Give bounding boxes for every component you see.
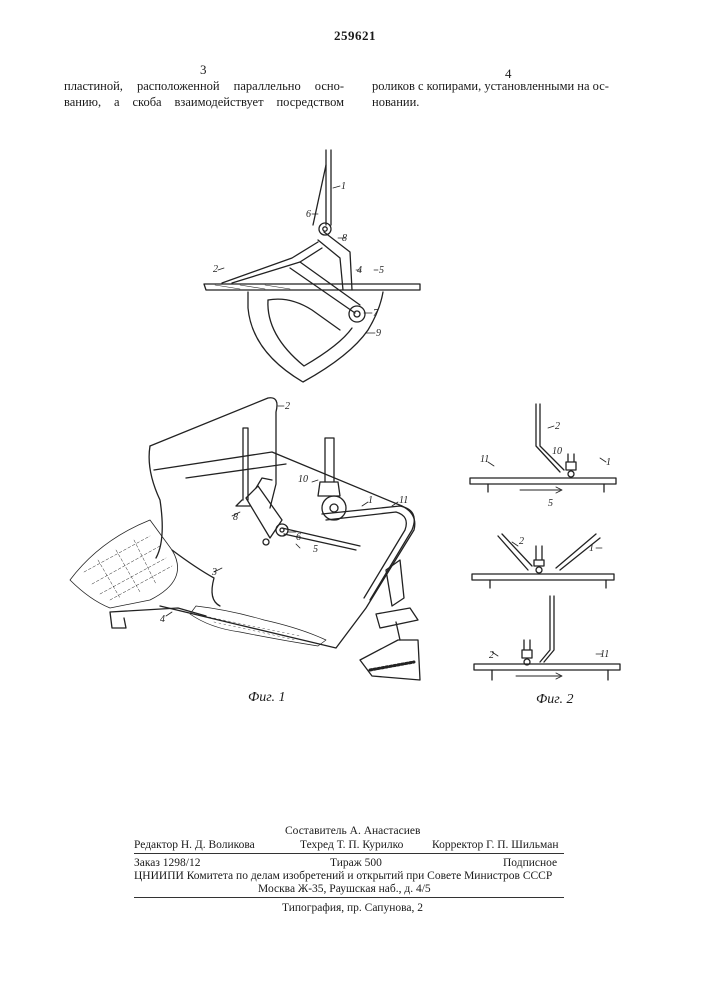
label-11: 11: [480, 454, 489, 465]
label-1: 1: [341, 181, 346, 192]
label-10: 10: [298, 474, 308, 485]
label-2: 2: [213, 264, 218, 275]
corrector-line: Корректор Г. П. Шильман: [432, 838, 559, 852]
figure-2-drawing: [470, 404, 620, 680]
section-drawing: [204, 150, 420, 382]
editor-line: Редактор Н. Д. Воликова: [134, 838, 255, 852]
label-10: 10: [552, 446, 562, 457]
divider-bottom: [134, 897, 564, 898]
compiler-line: Составитель А. Анастасиев: [285, 824, 420, 838]
label-2: 2: [519, 536, 524, 547]
label-11: 11: [399, 495, 408, 506]
label-1: 1: [606, 457, 611, 468]
label-2: 2: [489, 650, 494, 661]
address-line: Москва Ж-35, Раушская наб., д. 4/5: [258, 882, 431, 896]
label-3: 3: [211, 567, 217, 578]
label-6: 6: [306, 209, 311, 220]
subscription-line: Подписное: [503, 856, 557, 870]
circulation-line: Тираж 500: [330, 856, 382, 870]
techred-line: Техред Т. П. Курилко: [300, 838, 403, 852]
order-line: Заказ 1298/12: [134, 856, 201, 870]
label-8: 8: [342, 233, 347, 244]
label-11: 11: [600, 649, 609, 660]
printer-line: Типография, пр. Сапунова, 2: [282, 901, 423, 915]
figure-1-caption: Фиг. 1: [248, 690, 286, 706]
divider-top: [134, 853, 564, 854]
label-5: 5: [379, 265, 384, 276]
label-8: 8: [233, 512, 238, 523]
figure-2-caption: Фиг. 2: [536, 692, 574, 708]
label-2: 2: [285, 401, 290, 412]
label-1: 1: [589, 543, 594, 554]
label-4: 4: [357, 265, 362, 276]
label-5: 4: [160, 614, 165, 625]
organization-line: ЦНИИПИ Комитета по делам изобретений и о…: [134, 869, 552, 883]
figure-1-labels: 2 10 1 11 8 6 5 3 4: [160, 401, 408, 625]
label-2: 2: [555, 421, 560, 432]
label-6: 6: [296, 532, 301, 543]
section-labels: 1 2 4 5 6 7 8 9: [213, 181, 384, 339]
figure-1-drawing: [70, 398, 420, 680]
label-1: 1: [368, 495, 373, 506]
label-9: 9: [376, 328, 381, 339]
label-5: 5: [548, 498, 553, 509]
label-4: 5: [313, 544, 318, 555]
